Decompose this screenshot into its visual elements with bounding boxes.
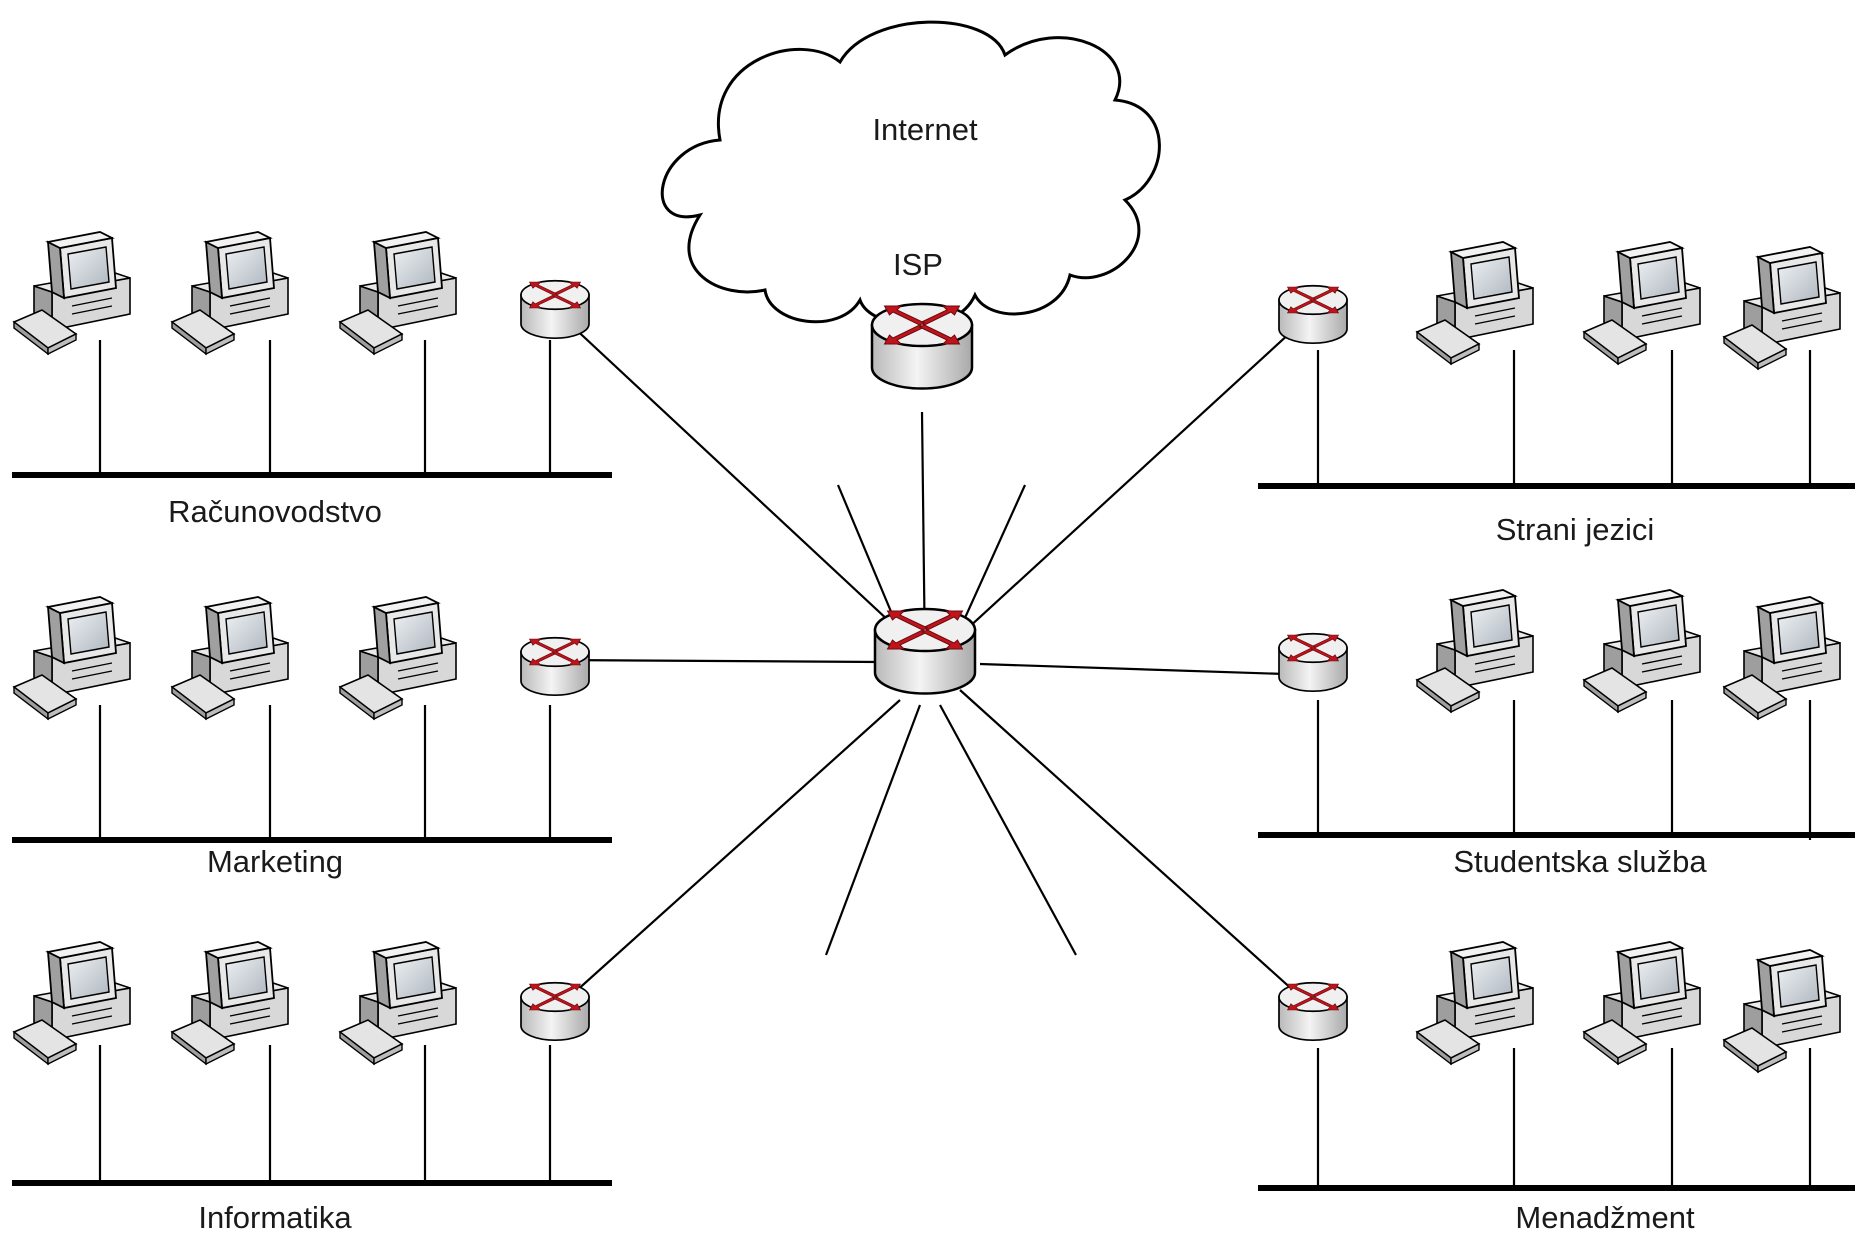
computer-icon xyxy=(1583,941,1701,1065)
backbone-links xyxy=(554,309,1316,1011)
router-icon xyxy=(1278,284,1348,345)
computer-icon xyxy=(339,941,457,1065)
computer-icon xyxy=(1583,241,1701,365)
isp-router-icon xyxy=(870,302,974,390)
department-label-menadzment: Menadžment xyxy=(1515,1200,1695,1233)
computer-icon xyxy=(1416,589,1534,713)
computer-icon xyxy=(13,596,131,720)
computer-icon xyxy=(339,231,457,355)
department-label-strani-jezici: Strani jezici xyxy=(1496,512,1655,547)
computer-icon xyxy=(339,596,457,720)
department-label-racunovodstvo: Računovodstvo xyxy=(168,494,382,529)
core-router-icon xyxy=(873,607,977,695)
computer-icon xyxy=(171,231,289,355)
department-strani-jezici: Strani jezici xyxy=(1258,241,1855,547)
computer-icon xyxy=(1583,589,1701,713)
computer-icon xyxy=(1723,596,1841,720)
department-studentska-sluzba: Studentska služba xyxy=(1258,589,1855,879)
department-informatika: Informatika xyxy=(12,941,612,1233)
computer-icon xyxy=(13,231,131,355)
internet-label: Internet xyxy=(872,112,978,147)
computer-icon xyxy=(1723,949,1841,1073)
cloud-icon xyxy=(660,20,1161,328)
isp-label: ISP xyxy=(893,247,943,282)
internet-cloud: Internet ISP xyxy=(660,20,1161,328)
department-label-informatika: Informatika xyxy=(198,1200,352,1233)
router-icon xyxy=(520,981,590,1042)
computer-icon xyxy=(1416,941,1534,1065)
router-icon xyxy=(1278,981,1348,1042)
department-label-studentska-sluzba: Studentska služba xyxy=(1453,844,1707,879)
computer-icon xyxy=(1416,241,1534,365)
router-icon xyxy=(520,636,590,697)
department-label-marketing: Marketing xyxy=(207,844,343,879)
department-racunovodstvo: Računovodstvo xyxy=(12,231,612,529)
department-marketing: Marketing xyxy=(12,596,612,879)
computer-icon xyxy=(1723,246,1841,370)
computer-icon xyxy=(171,596,289,720)
router-icon xyxy=(520,279,590,340)
computer-icon xyxy=(13,941,131,1065)
router-icon xyxy=(1278,632,1348,693)
department-menadzment: Menadžment xyxy=(1258,941,1855,1233)
